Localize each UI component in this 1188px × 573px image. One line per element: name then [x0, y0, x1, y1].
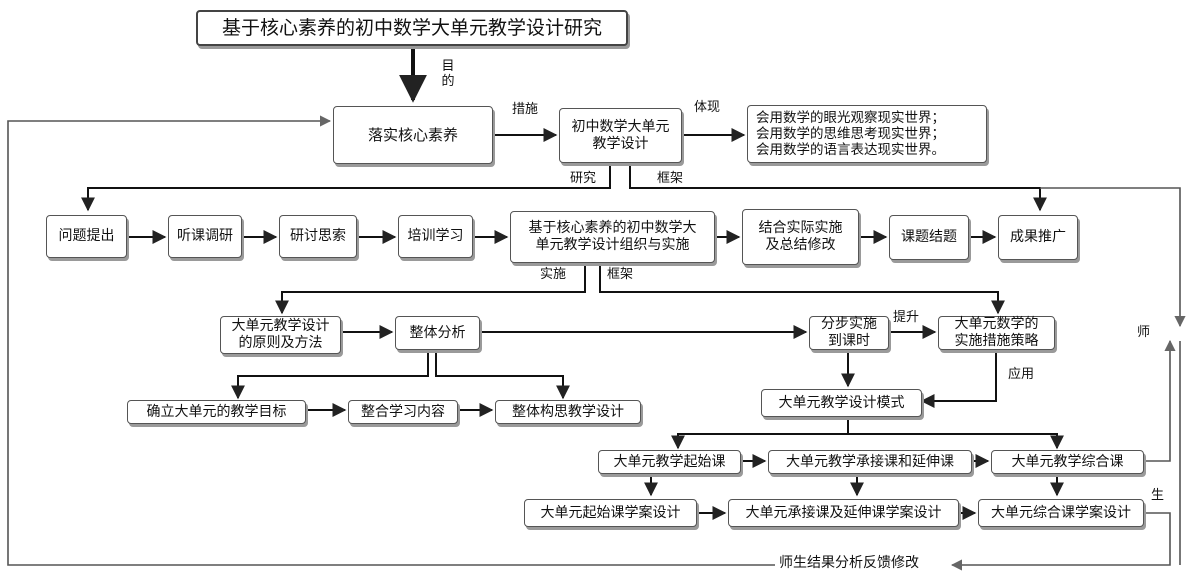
- label-purpose: 目 的: [441, 59, 455, 89]
- comprehensive-plan-node: 大单元综合课学案设计: [978, 499, 1144, 527]
- label-apply: 应用: [1008, 367, 1035, 382]
- continuation-course-node: 大单元教学承接课和延伸课: [768, 450, 972, 474]
- label-measure: 措施: [512, 102, 539, 117]
- stepwise-node: 分步实施 到课时: [809, 316, 889, 350]
- label-framework-1: 框架: [657, 171, 684, 186]
- step-problem-raised: 问题提出: [46, 215, 127, 258]
- step-organize-implement: 基于核心素养的初中数学大 单元教学设计组织与实施: [510, 211, 715, 263]
- label-embody: 体现: [694, 100, 721, 115]
- comprehensive-course-node: 大单元教学综合课: [991, 450, 1144, 474]
- principle-method-node: 大单元教学设计 的原则及方法: [220, 316, 341, 354]
- integrate-content-node: 整合学习内容: [348, 400, 458, 424]
- continuation-plan-node: 大单元承接课及延伸课学案设计: [728, 499, 959, 527]
- label-implement: 实施: [540, 267, 567, 282]
- design-mode-node: 大单元教学设计模式: [761, 389, 922, 417]
- step-discussion: 研讨思索: [279, 215, 357, 258]
- label-framework-2: 框架: [607, 267, 634, 282]
- core-literacy-node: 落实核心素养: [333, 106, 493, 164]
- opening-plan-node: 大单元起始课学案设计: [524, 499, 697, 527]
- label-research: 研究: [570, 171, 597, 186]
- label-student: 生: [1151, 488, 1165, 503]
- opening-course-node: 大单元教学起始课: [598, 450, 741, 474]
- step-summarize-revise: 结合实际实施 及总结修改: [742, 209, 859, 265]
- step-conclusion: 课题结题: [889, 215, 969, 260]
- teaching-goal-node: 确立大单元的教学目标: [127, 400, 306, 424]
- overall-analysis-node: 整体分析: [395, 316, 480, 350]
- label-promote: 提升: [893, 310, 920, 325]
- step-training: 培训学习: [398, 215, 473, 258]
- overall-conception-node: 整体构思教学设计: [495, 400, 641, 424]
- embody-goals-node: 会用数学的眼光观察现实世界； 会用数学的思维思考现实世界； 会用数学的语言表达现…: [747, 105, 987, 163]
- research-title: 基于核心素养的初中数学大单元教学设计研究: [196, 10, 628, 46]
- step-lesson-survey: 听课调研: [168, 215, 242, 258]
- step-promotion: 成果推广: [998, 215, 1078, 260]
- feedback-label: 师生结果分析反馈修改: [777, 555, 921, 572]
- strategy-node: 大单元数学的 实施措施策略: [938, 316, 1055, 350]
- unit-design-node: 初中数学大单元 教学设计: [559, 108, 682, 163]
- label-teacher: 师: [1137, 325, 1151, 340]
